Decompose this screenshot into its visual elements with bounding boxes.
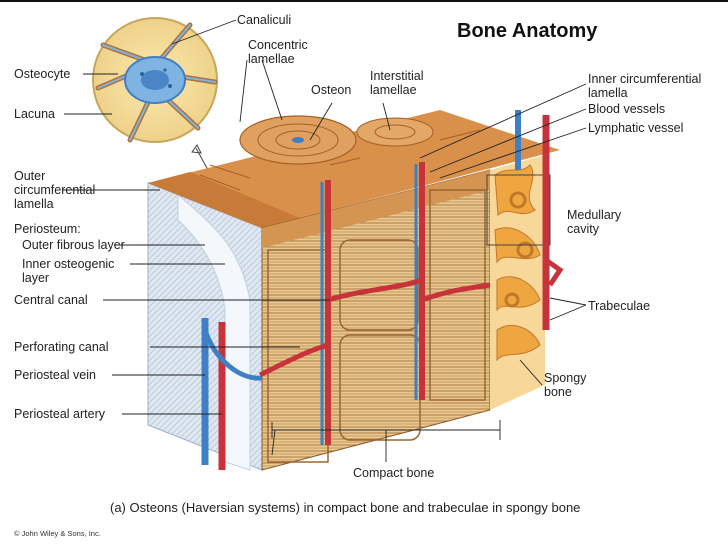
label-outer-circumferential-lamella: Outer circumferential lamella [14,169,96,211]
label-inner-osteogenic-layer: Inner osteogenic layer [22,257,115,285]
label-central-canal: Central canal [14,293,88,307]
label-inner-circumferential-lamella: Inner circumferential lamella [588,72,702,100]
label-concentric-lamellae: Concentric lamellae [248,38,308,66]
label-lymphatic-vessel: Lymphatic vessel [588,121,684,135]
page-title: Bone Anatomy [457,20,598,42]
label-periosteal-artery: Periosteal artery [14,407,106,421]
label-compact-bone: Compact bone [353,466,435,480]
label-outer-fibrous-layer: Outer fibrous layer [22,238,125,252]
spongy-bone [486,155,551,410]
top-surface [148,110,560,228]
leader-lines [62,19,587,462]
inset-arrowhead [191,144,202,154]
figure-caption: (a) Osteons (Haversian systems) in compa… [110,500,581,515]
label-spongy-bone: Spongy bone [544,371,587,399]
top-border [0,0,728,2]
label-osteon: Osteon [311,83,352,97]
compact-vessels [258,162,491,445]
label-osteocyte: Osteocyte [14,67,71,81]
copyright-notice: © John Wiley & Sons, Inc. [14,529,101,538]
label-periosteal-vein: Periosteal vein [14,368,96,382]
osteocyte-inset [92,17,218,143]
label-canaliculi: Canaliculi [237,13,292,27]
label-interstitial-lamellae: Interstitial lamellae [370,69,424,97]
label-perforating-canal: Perforating canal [14,340,109,354]
inset-pointer [195,147,209,171]
label-lacuna: Lacuna [14,107,56,121]
label-trabeculae: Trabeculae [588,299,651,313]
medullary-vessels [515,110,564,330]
label-medullary-cavity: Medullary cavity [567,208,622,236]
label-periosteum: Periosteum: [14,222,81,236]
label-blood-vessels: Blood vessels [588,102,666,116]
